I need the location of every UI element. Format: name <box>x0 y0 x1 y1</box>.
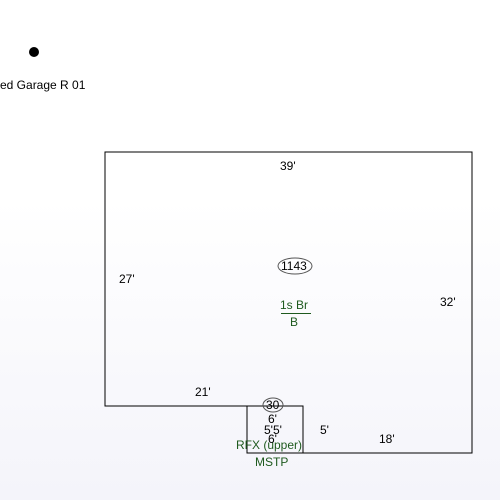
sub-dim-c: 6' <box>268 432 277 446</box>
legend-label: ed Garage R 01 <box>0 78 86 92</box>
sub-area-ellipse <box>262 397 284 413</box>
main-dim-bottom-left: 21' <box>195 385 211 399</box>
sub-dim-a: 6' <box>268 412 277 426</box>
main-area-label-2: B <box>290 315 299 329</box>
main-area-ellipse <box>277 257 313 275</box>
legend-dot <box>29 47 39 57</box>
main-area-value: 1143 <box>281 259 307 273</box>
main-area-label-underline <box>281 313 311 314</box>
main-dim-top: 39' <box>280 159 296 173</box>
sub-dim-e: 18' <box>379 432 395 446</box>
main-dim-right: 32' <box>440 295 456 309</box>
sub-dim-b: 5'5' <box>264 423 282 437</box>
sub-area-outline <box>246 405 304 454</box>
main-dim-left: 27' <box>119 272 135 286</box>
main-area-label-1: 1s Br <box>280 298 309 312</box>
sub-area-value: 30 <box>266 398 280 412</box>
sub-area-label-2: MSTP <box>255 455 289 469</box>
sub-area-label-1: RFX (upper) <box>236 438 303 452</box>
sub-dim-d: 5' <box>320 423 329 437</box>
